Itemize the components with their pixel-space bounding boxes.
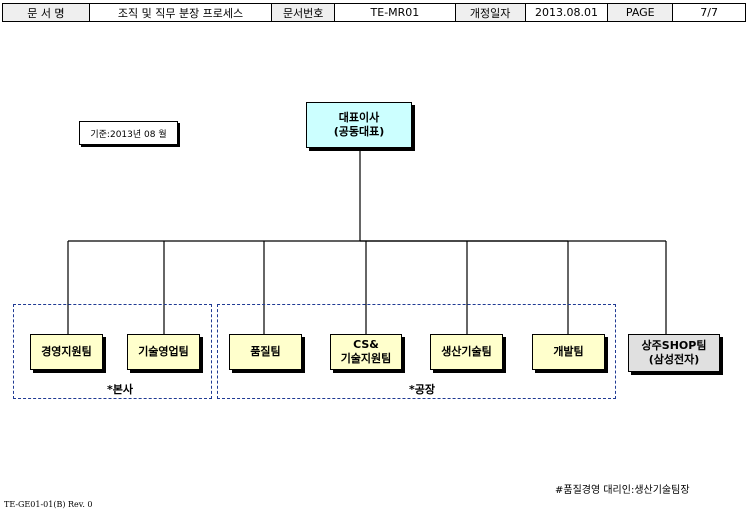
team-label: 기술영업팀 [138,345,189,358]
factory-group [217,304,616,399]
doc-no-label: 문서번호 [272,4,336,21]
team-label: 경영지원팀 [41,345,92,358]
ceo-title: 대표이사 [338,111,380,124]
document-header: 문 서 명 조직 및 직무 분장 프로세스 문서번호 TE-MR01 개정일자 … [2,3,746,22]
team-label-line1: CS& [353,338,379,351]
standard-date-box: 기준:2013년 08 월 [79,121,178,145]
quality-representative-note: #품질경영 대리인:생산기술팀장 [555,485,690,496]
page-label: PAGE [608,4,674,21]
team-label: 개발팀 [553,345,584,358]
team-box-tech-sales: 기술영업팀 [127,334,200,370]
ceo-subtitle: (공동대표) [333,125,385,138]
team-box-development: 개발팀 [532,334,605,370]
revision-date-label: 개정일자 [455,4,526,21]
footer-doc-code: TE-GE01-01(B) Rev. 0 [4,500,93,509]
ceo-box: 대표이사 (공동대표) [306,102,412,148]
team-box-management-support: 경영지원팀 [30,334,103,370]
team-box-resident-shop: 상주SHOP팀 (삼성전자) [628,334,720,372]
team-label: 품질팀 [250,345,281,358]
team-box-production-tech: 생산기술팀 [430,334,503,370]
team-label-line2: 기술지원팀 [340,352,392,365]
standard-date-label: 기준:2013년 08 월 [90,129,167,140]
doc-name-label: 문 서 명 [3,4,90,21]
head-office-label: *본사 [107,383,133,396]
team-label: 생산기술팀 [441,345,492,358]
head-office-group [13,304,212,399]
external-label-line2: (삼성전자) [648,353,700,366]
page-value: 7/7 [700,6,718,19]
doc-name-value: 조직 및 직무 분장 프로세스 [90,4,273,21]
revision-date-value: 2013.08.01 [526,4,609,21]
factory-label: *공장 [409,383,435,396]
team-box-quality: 품질팀 [229,334,302,370]
doc-no-value: TE-MR01 [335,4,456,21]
external-label-line1: 상주SHOP팀 [641,339,707,352]
team-box-cs-tech-support: CS& 기술지원팀 [330,334,402,370]
